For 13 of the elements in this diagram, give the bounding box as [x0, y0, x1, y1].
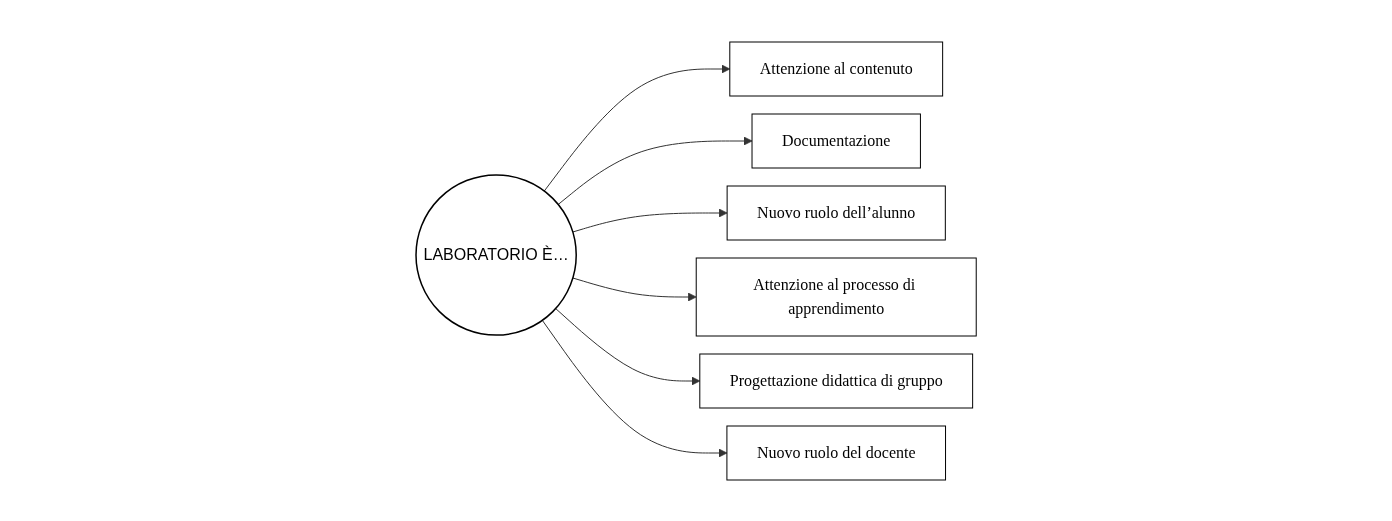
arrow	[557, 136, 753, 205]
node-circle: LABORATORIO È…	[415, 173, 577, 336]
arrow	[572, 208, 728, 232]
node-box: Nuovo ruolo del docente	[726, 425, 946, 480]
node-box: Attenzione al contenuto	[729, 41, 944, 96]
node-box: Attenzione al processo di apprendimento	[695, 257, 977, 336]
node-box: Documentazione	[751, 113, 921, 168]
node-box: Nuovo ruolo dell’alunno	[726, 185, 946, 240]
arrow	[541, 319, 728, 457]
arrow	[543, 64, 731, 191]
node-box: Progettazione didattica di gruppo	[699, 353, 973, 408]
arrow	[572, 277, 697, 301]
arrow	[555, 307, 701, 385]
